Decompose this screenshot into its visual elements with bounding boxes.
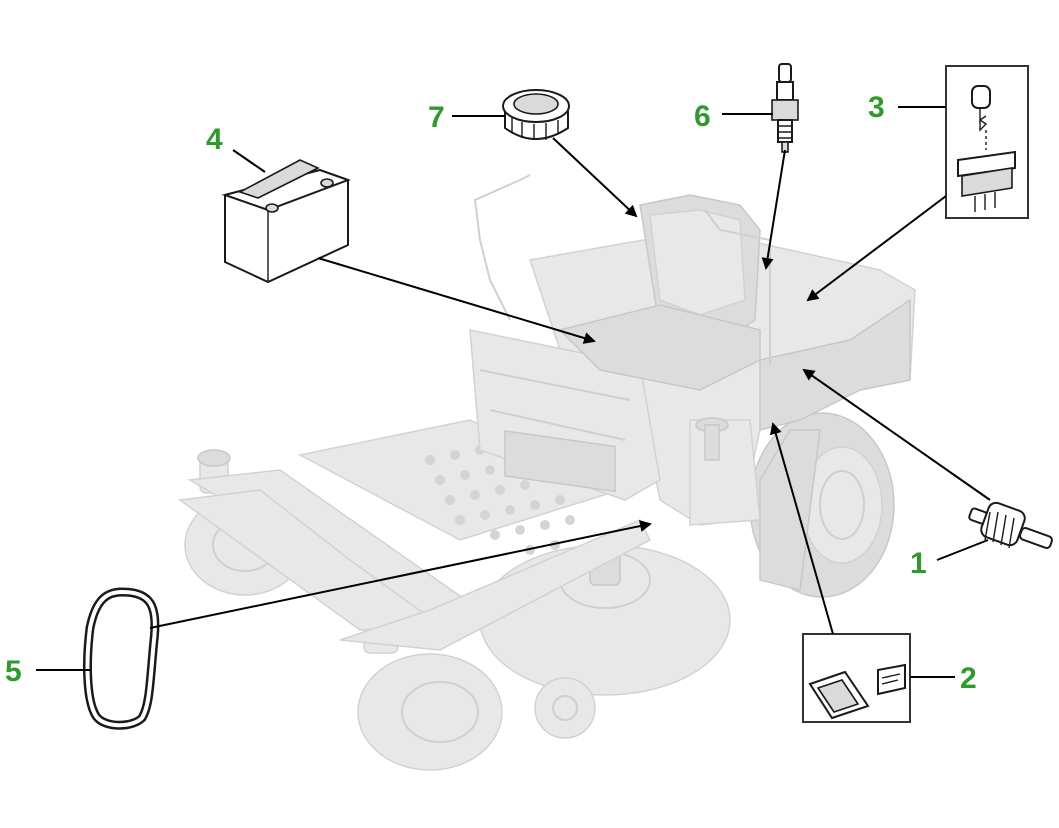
rear-wheel — [749, 412, 895, 598]
ignition-switch-part — [945, 65, 1029, 219]
mower-illustration — [178, 174, 916, 771]
battery-part — [221, 159, 351, 284]
frame — [178, 419, 651, 651]
leader-lines — [36, 106, 991, 678]
callout-5: 5 — [5, 655, 22, 688]
steering-levers — [473, 174, 531, 321]
callout-6: 6 — [694, 100, 711, 133]
callout-3: 3 — [868, 91, 885, 124]
drive-belt-part — [83, 587, 160, 730]
decal-part — [802, 633, 911, 723]
callout-1: 1 — [910, 547, 927, 580]
callout-labels: 7 6 3 4 1 2 5 — [5, 91, 977, 695]
callout-4: 4 — [206, 123, 223, 156]
spark-plug-part — [771, 63, 799, 153]
callout-2: 2 — [960, 662, 977, 695]
fuel-cap-part — [502, 89, 570, 140]
callout-7: 7 — [428, 101, 445, 134]
seat — [558, 194, 771, 391]
fuel-filter-part — [968, 501, 1053, 549]
